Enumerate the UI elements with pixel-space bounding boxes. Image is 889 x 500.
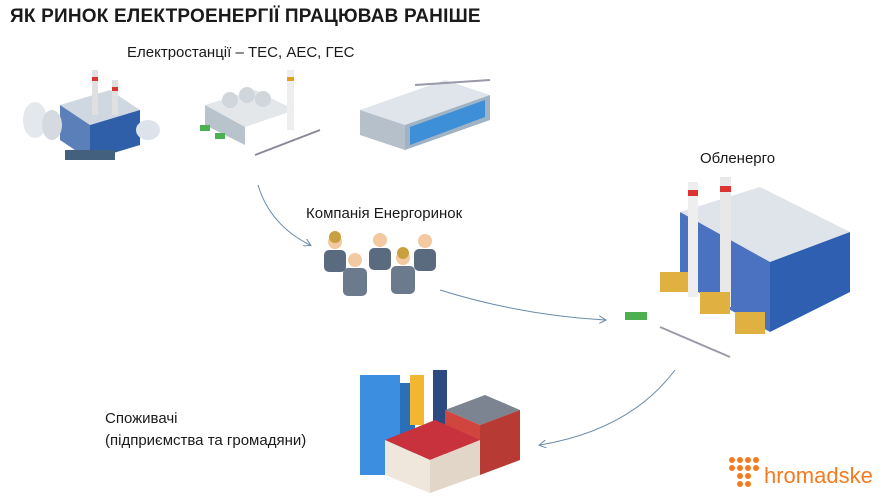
page-title: ЯК РИНОК ЕЛЕКТРОЕНЕРГІЇ ПРАЦЮВАВ РАНІШЕ bbox=[10, 6, 481, 27]
logo-text: hromadske bbox=[764, 463, 873, 488]
hydro-plant-illustration bbox=[360, 79, 491, 150]
nuclear-plant-illustration bbox=[200, 70, 321, 156]
plants-label: Електростанції – ТЕС, АЕС, ГЕС bbox=[127, 44, 355, 61]
thermal-plant-illustration bbox=[23, 70, 160, 160]
consumers-label-2: (підприємства та громадяни) bbox=[105, 432, 307, 449]
arrow-plants-to-market bbox=[257, 184, 310, 245]
arrow-market-to-oblenergo bbox=[439, 289, 605, 320]
consumers-label-1: Споживачі bbox=[105, 410, 178, 427]
market-people-illustration bbox=[324, 231, 436, 296]
logo-dots-icon bbox=[729, 457, 759, 487]
oblenergo-plant-illustration bbox=[625, 177, 850, 358]
oblenergo-label: Обленерго bbox=[700, 150, 776, 167]
arrow-oblenergo-to-consumers bbox=[540, 369, 676, 445]
consumers-factory-illustration bbox=[360, 370, 520, 493]
market-label: Компанія Енергоринок bbox=[306, 205, 463, 222]
hromadske-logo: hromadske bbox=[728, 456, 873, 492]
